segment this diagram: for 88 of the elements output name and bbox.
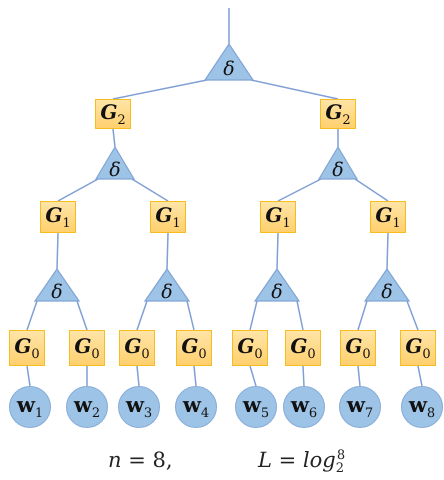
connector-line	[132, 178, 168, 202]
g-box	[40, 201, 76, 233]
g-box	[400, 330, 436, 366]
connector-line	[417, 366, 423, 386]
delta-symbol: δ	[161, 282, 173, 302]
delta-triangle	[364, 268, 410, 302]
delta-symbol: δ	[223, 60, 235, 78]
connector-line	[386, 232, 389, 270]
w-label: w$_{4}$	[182, 394, 210, 420]
connector-line	[357, 300, 368, 330]
g-box	[260, 201, 296, 233]
g-box	[340, 330, 376, 366]
g-label: G$_{1}$	[155, 204, 181, 230]
delta-symbol: δ	[381, 282, 393, 302]
g-label: G$_{2}$	[325, 102, 351, 126]
w-label: w$_{8}$	[408, 394, 436, 420]
g-box	[370, 201, 406, 233]
connector-line	[337, 129, 339, 147]
w-label: w$_{7}$	[346, 394, 374, 420]
g-label: G$_{0}$	[14, 336, 40, 360]
connector-line	[26, 300, 38, 330]
connector-line	[296, 300, 304, 330]
delta-triangle	[254, 268, 300, 302]
w-circle	[66, 386, 108, 428]
delta-triangle	[318, 146, 358, 180]
connector-line	[357, 366, 361, 386]
g-box	[232, 330, 268, 366]
connector-line	[276, 232, 279, 270]
w-label: w$_{5}$	[242, 394, 270, 420]
delta-symbol: δ	[271, 282, 283, 302]
w-circle	[339, 386, 381, 428]
delta-symbol: δ	[109, 160, 121, 180]
connector-line	[166, 232, 169, 270]
g-label: G$_{1}$	[265, 204, 291, 230]
g-label: G$_{1}$	[45, 204, 71, 230]
connector-line	[58, 178, 98, 202]
connector-line	[278, 178, 322, 202]
connector-line	[354, 178, 388, 202]
g-box	[119, 330, 155, 366]
connector-line	[406, 300, 419, 330]
connector-line	[250, 79, 338, 100]
g-box	[150, 201, 186, 233]
connector-line	[302, 366, 305, 386]
w-circle	[175, 386, 217, 428]
w-circle	[401, 386, 443, 428]
delta-triangle	[204, 43, 254, 81]
connector-line	[186, 300, 195, 330]
w-circle	[118, 386, 160, 428]
connector-line	[86, 366, 88, 386]
connector-line	[228, 8, 230, 44]
w-label: w$_{2}$	[74, 394, 100, 420]
connector-line	[76, 300, 88, 330]
w-label: w$_{1}$	[16, 394, 44, 420]
connector-line	[112, 79, 208, 100]
g-box	[176, 330, 212, 366]
g-label: G$_{0}$	[290, 336, 316, 360]
connector-line	[249, 366, 257, 386]
g-label: G$_{1}$	[375, 204, 401, 230]
delta-symbol: δ	[332, 160, 344, 180]
g-label: G$_{2}$	[100, 102, 126, 126]
g-label: G$_{0}$	[345, 336, 371, 360]
g-box	[95, 99, 131, 129]
delta-triangle	[34, 268, 80, 302]
w-circle	[283, 386, 325, 428]
w-circle	[235, 386, 277, 428]
connector-line	[26, 366, 31, 386]
connector-line	[56, 232, 59, 270]
connector-line	[136, 366, 140, 386]
g-box	[285, 330, 321, 366]
connector-line	[136, 300, 148, 330]
g-label: G$_{0}$	[124, 336, 150, 360]
w-circle	[9, 386, 51, 428]
g-label: G$_{0}$	[74, 336, 100, 360]
delta-triangle	[144, 268, 190, 302]
g-label: G$_{0}$	[405, 336, 431, 360]
g-box	[9, 330, 45, 366]
w-label: w$_{6}$	[290, 394, 318, 420]
g-box	[320, 99, 356, 129]
g-label: G$_{0}$	[237, 336, 263, 360]
formula-text: n = 8,	[108, 448, 173, 472]
g-label: G$_{0}$	[181, 336, 207, 360]
delta-symbol: δ	[51, 282, 63, 302]
w-label: w$_{3}$	[126, 394, 152, 420]
g-box	[69, 330, 105, 366]
connector-line	[249, 300, 258, 330]
connector-line	[112, 128, 116, 148]
delta-triangle	[95, 146, 135, 180]
connector-line	[193, 366, 197, 386]
